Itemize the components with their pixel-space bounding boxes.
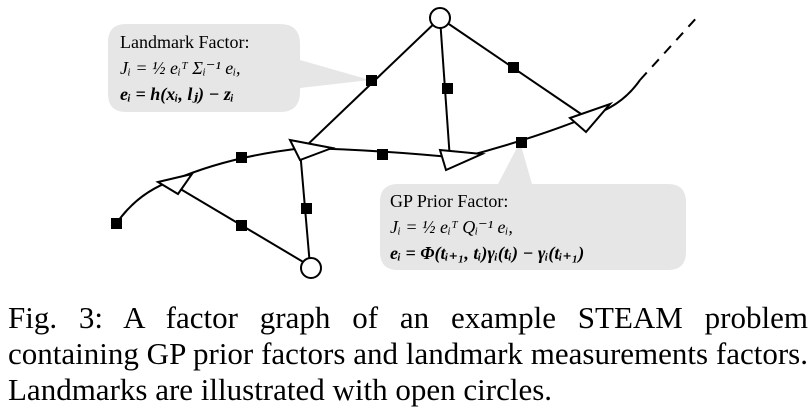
filled-square-factor-icon	[377, 149, 388, 160]
factor-graph-figure: Landmark Factor: Jᵢ = ½ eᵢᵀ Σᵢ⁻¹ eᵢ, eᵢ …	[108, 7, 701, 279]
gp-callout-equation-1: Jᵢ = ½ eᵢᵀ Qᵢ⁻¹ eᵢ,	[390, 217, 513, 237]
landmark-nodes	[300, 7, 451, 279]
filled-square-factor-icon	[236, 152, 247, 163]
open-circle-landmark-icon	[300, 257, 322, 279]
filled-square-factor-icon	[301, 203, 312, 214]
landmark-callout-equation-2: eᵢ = h(xᵢ, lⱼ) − zᵢ	[120, 84, 234, 105]
gp-callout-equation-2: eᵢ = Φ(tᵢ₊₁, tᵢ)γᵢ(tᵢ) − γᵢ(tᵢ₊₁)	[390, 243, 584, 264]
landmark-callout-title: Landmark Factor:	[120, 32, 249, 52]
pose-nodes	[155, 101, 614, 196]
factor-nodes	[111, 62, 527, 231]
gp-callout-bubble	[380, 142, 686, 270]
filled-square-factor-icon	[442, 83, 453, 94]
filled-square-factor-icon	[366, 75, 377, 86]
landmark-callout-bubble	[108, 24, 370, 112]
triangle-pose-icon	[155, 172, 195, 196]
triangle-pose-icon	[568, 101, 614, 134]
filled-square-factor-icon	[508, 62, 519, 73]
landmark-callout-text: Landmark Factor: Jᵢ = ½ eᵢᵀ Σᵢ⁻¹ eᵢ, eᵢ …	[120, 32, 249, 105]
callout-backgrounds	[108, 24, 686, 270]
filled-square-factor-icon	[516, 137, 527, 148]
figure-caption: Fig. 3: A factor graph of an example STE…	[8, 300, 808, 407]
landmark-callout-equation-1: Jᵢ = ½ eᵢᵀ Σᵢ⁻¹ eᵢ,	[120, 58, 241, 78]
trajectory-edge-dashed	[639, 13, 701, 81]
open-circle-landmark-icon	[429, 7, 451, 29]
gp-callout-title: GP Prior Factor:	[390, 191, 508, 211]
triangle-pose-icon	[288, 138, 336, 162]
filled-square-factor-icon	[236, 220, 247, 231]
filled-square-factor-icon	[111, 218, 122, 229]
triangle-pose-icon	[438, 148, 486, 172]
gp-callout-text: GP Prior Factor: Jᵢ = ½ eᵢᵀ Qᵢ⁻¹ eᵢ, eᵢ …	[390, 191, 584, 264]
